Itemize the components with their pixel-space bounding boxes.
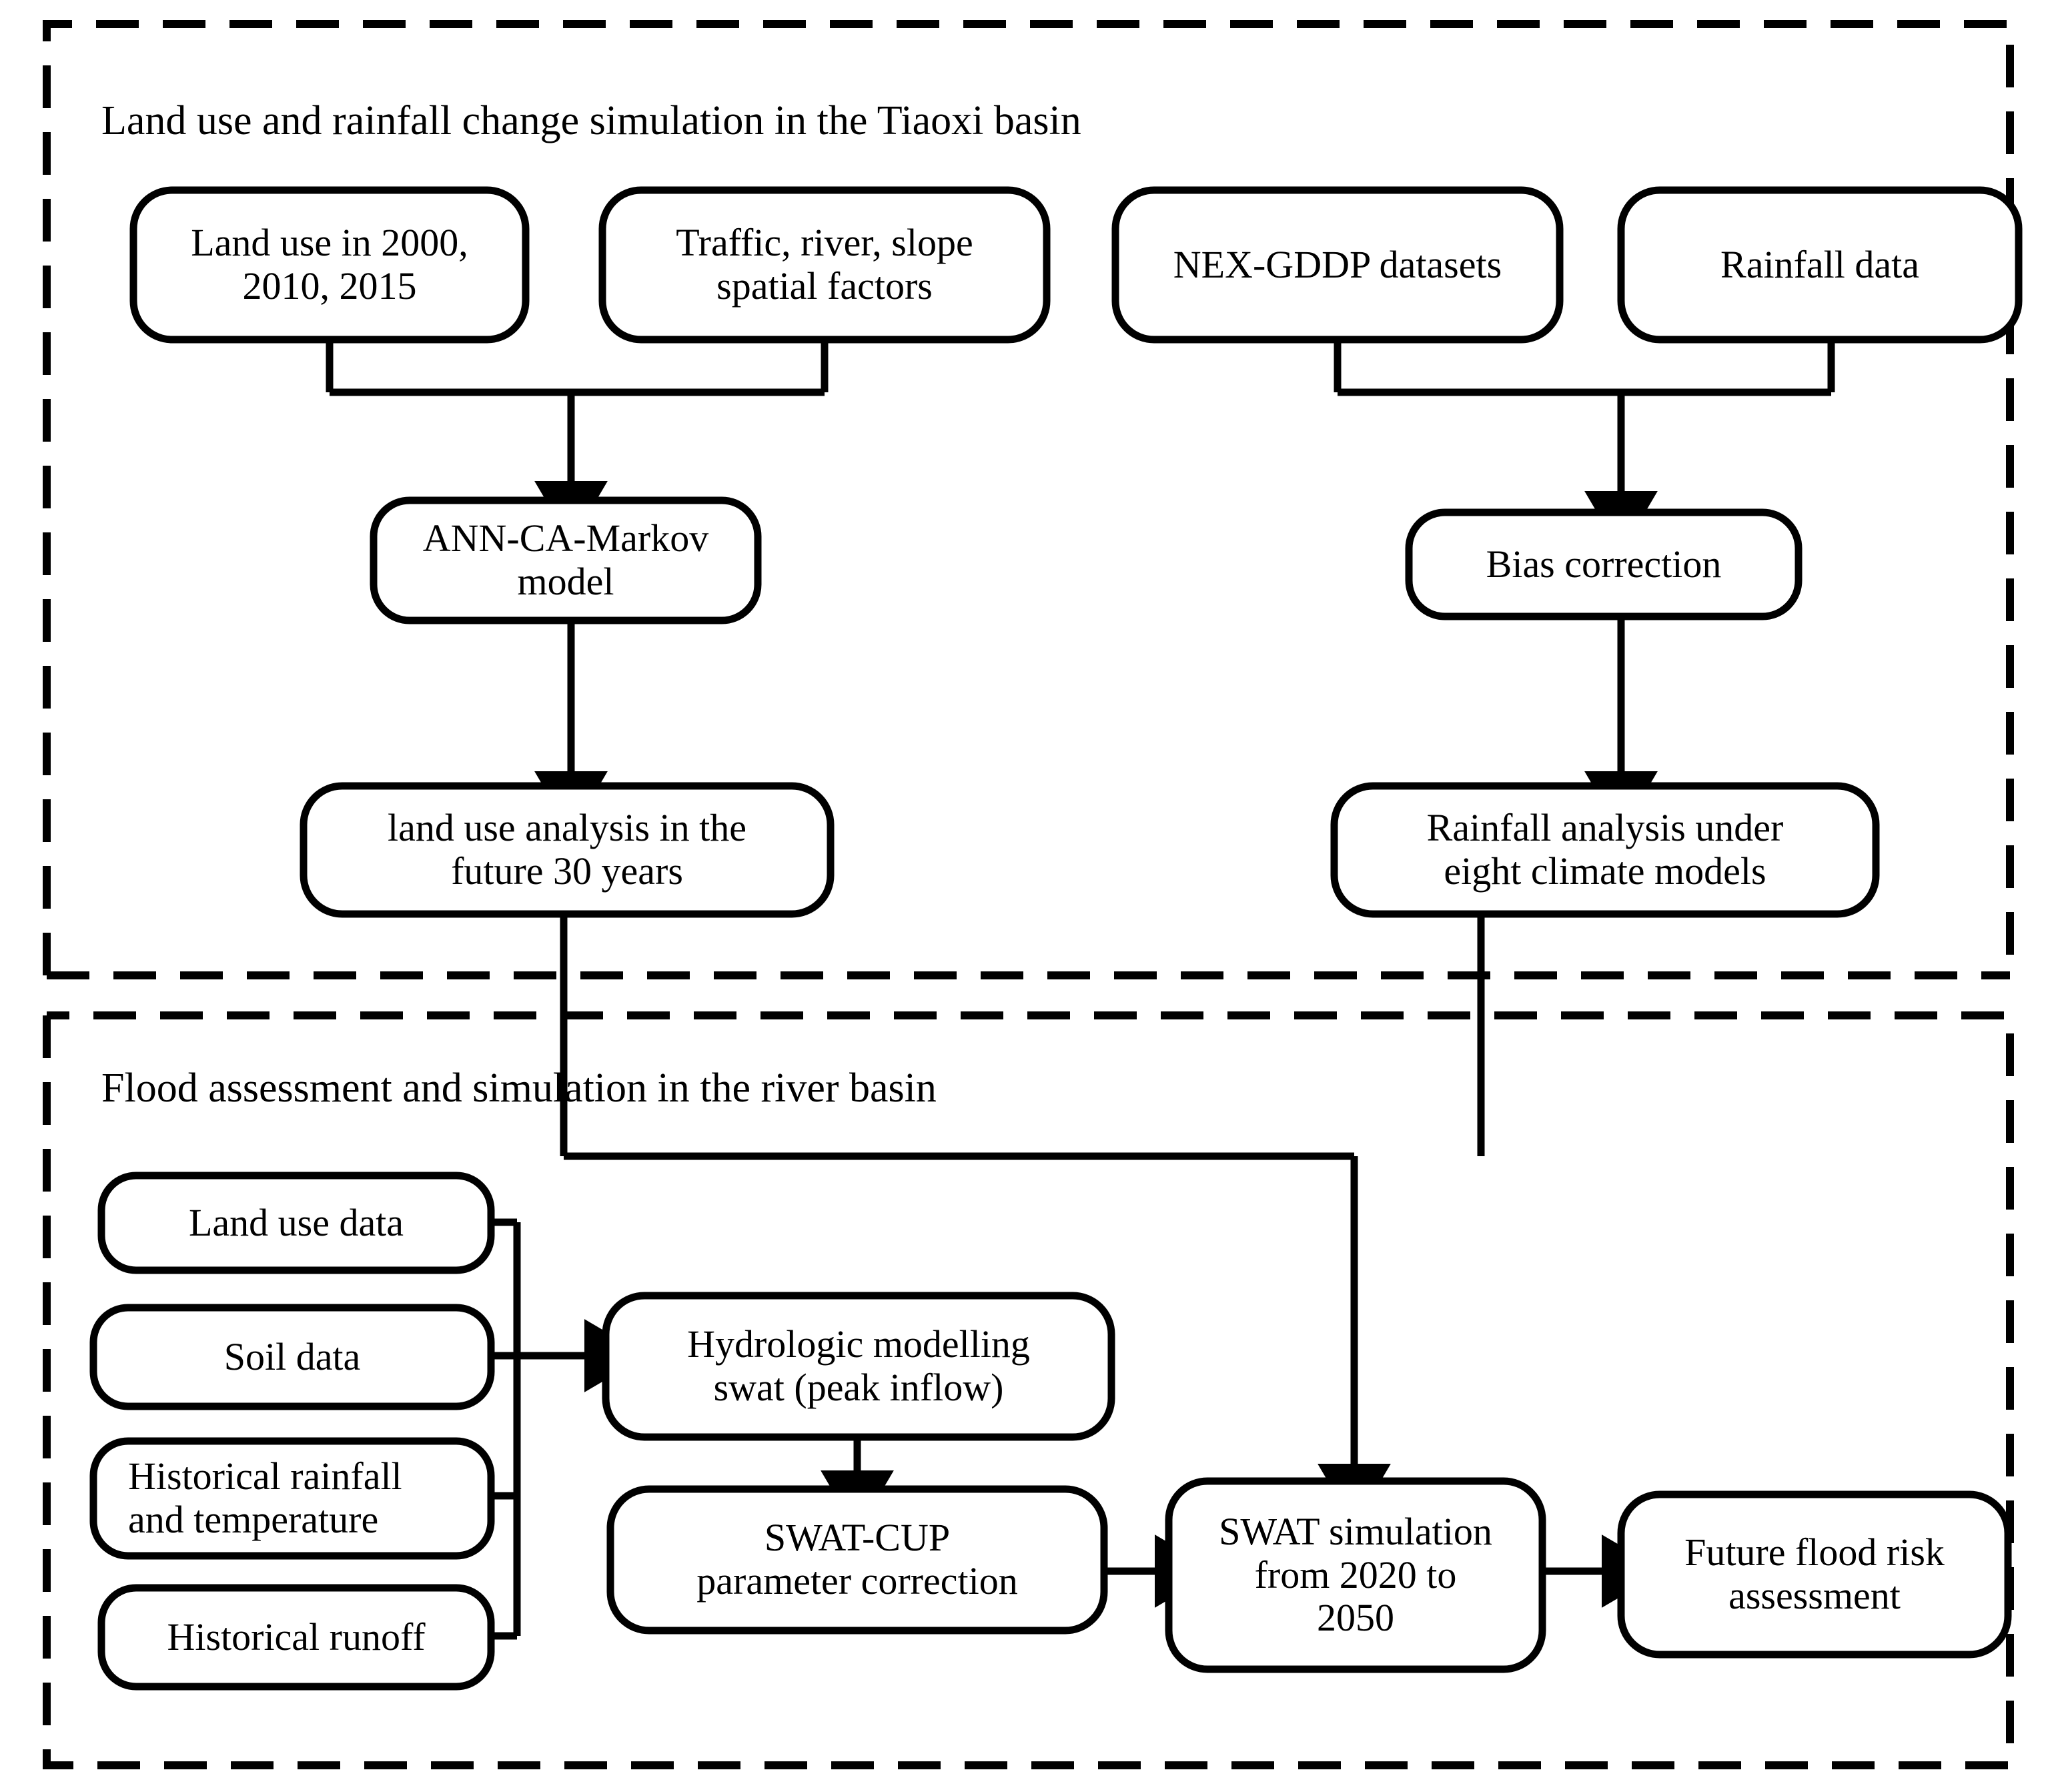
node-land-use-years[interactable]: Land use in 2000, 2010, 2015	[133, 190, 526, 340]
node-historical-runoff[interactable]: Historical runoff	[101, 1588, 491, 1687]
node-line: spatial factors	[716, 264, 933, 308]
node-hydrologic-modelling[interactable]: Hydrologic modelling swat (peak inflow)	[606, 1296, 1111, 1437]
node-swat-simulation[interactable]: SWAT simulation from 2020 to 2050	[1169, 1481, 1542, 1669]
node-bias-correction[interactable]: Bias correction	[1409, 512, 1799, 616]
node-box-future-flood-risk	[1617, 1490, 2012, 1659]
node-box-swat-cup	[606, 1485, 1108, 1635]
node-line: eight climate models	[1444, 849, 1766, 893]
panel-title-upper: Land use and rainfall change simulation …	[101, 98, 1081, 143]
node-ann-ca-markov-model[interactable]: ANN-CA-Markov model	[374, 500, 758, 620]
node-line: SWAT-CUP	[764, 1516, 951, 1560]
node-box-bias-correction	[1405, 508, 1803, 620]
node-line: Future flood risk	[1684, 1530, 1945, 1575]
node-box-hydrologic-modelling	[602, 1292, 1115, 1441]
node-line: Rainfall analysis under	[1426, 806, 1784, 850]
panel-border-lower	[43, 1011, 2014, 1769]
edge-landuseanalysis-to-swatsim	[560, 914, 1354, 1160]
node-line: Rainfall data	[1720, 242, 1919, 286]
node-land-use-analysis[interactable]: land use analysis in the future 30 years	[304, 786, 831, 914]
node-line: 2050	[1316, 1596, 1394, 1640]
node-line: land use analysis in the	[387, 806, 746, 850]
node-box-land-use-years	[129, 186, 530, 344]
node-box-swat-simulation	[1165, 1477, 1546, 1673]
node-line: model	[517, 560, 614, 603]
node-box-soil-data	[89, 1304, 495, 1410]
node-box-land-use-analysis	[300, 782, 835, 918]
node-swat-cup-parameter-correction[interactable]: SWAT-CUP parameter correction	[610, 1489, 1104, 1631]
node-line: Historical rainfall	[128, 1454, 402, 1498]
node-rainfall-data[interactable]: Rainfall data	[1621, 190, 2019, 340]
node-historical-rainfall-and-temperature[interactable]: Historical rainfall and temperature	[93, 1441, 491, 1556]
node-line: 2010, 2015	[242, 264, 417, 308]
node-line: SWAT simulation	[1219, 1509, 1492, 1553]
node-line: swat (peak inflow)	[713, 1366, 1004, 1409]
node-line: and temperature	[128, 1498, 379, 1541]
node-box-ann-ca-markov	[370, 496, 762, 624]
node-line: Traffic, river, slope	[676, 221, 973, 265]
node-spatial-factors[interactable]: Traffic, river, slope spatial factors	[602, 190, 1047, 340]
edge-landuse-to-model	[326, 340, 829, 396]
node-line: Hydrologic modelling	[687, 1322, 1030, 1366]
node-soil-data[interactable]: Soil data	[93, 1308, 491, 1406]
node-box-rainfall-analysis	[1330, 782, 1880, 918]
panel-border-upper	[43, 20, 2014, 975]
node-line: Land use in 2000,	[191, 221, 468, 265]
node-line: NEX-GDDP datasets	[1173, 242, 1502, 286]
node-line: Soil data	[223, 1334, 361, 1378]
node-box-historical-runoff	[97, 1584, 495, 1691]
node-line: Bias correction	[1486, 542, 1722, 586]
node-line: Historical runoff	[167, 1615, 426, 1659]
node-line: assessment	[1728, 1574, 1901, 1617]
node-box-rainfall-data	[1617, 186, 2023, 344]
node-box-land-use-data	[97, 1172, 495, 1274]
edge-lower-data-bus	[490, 1218, 521, 1640]
node-line: from 2020 to	[1254, 1552, 1457, 1597]
node-land-use-data[interactable]: Land use data	[101, 1176, 491, 1270]
edge-datasets-to-bias	[1334, 340, 1835, 396]
node-line: ANN-CA-Markov	[422, 516, 709, 560]
node-rainfall-analysis[interactable]: Rainfall analysis under eight climate mo…	[1334, 786, 1876, 914]
node-future-flood-risk-assessment[interactable]: Future flood risk assessment	[1621, 1494, 2008, 1655]
node-line: future 30 years	[451, 849, 683, 893]
node-box-historical-rain-temp	[89, 1437, 495, 1560]
panel-title-lower: Flood assessment and simulation in the r…	[101, 1065, 937, 1111]
node-box-nex-gddp	[1111, 186, 1564, 344]
node-line: parameter correction	[696, 1559, 1018, 1603]
node-line: Land use data	[188, 1200, 404, 1244]
node-box-spatial-factors	[598, 186, 1051, 344]
node-nex-gddp-datasets[interactable]: NEX-GDDP datasets	[1115, 190, 1560, 340]
